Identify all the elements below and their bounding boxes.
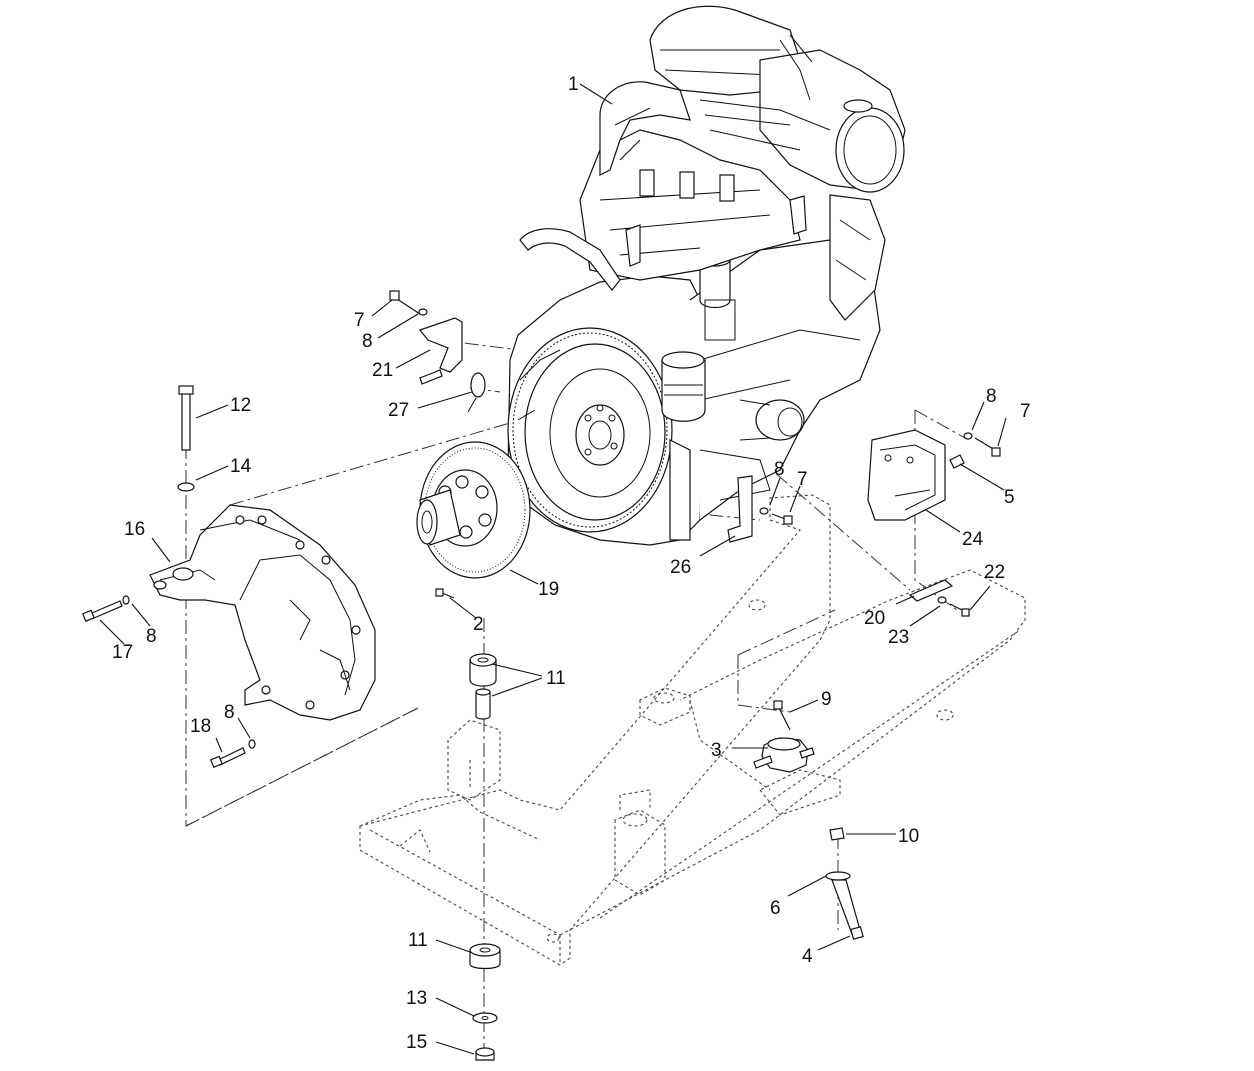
callout-8-lower-left: 8 bbox=[224, 702, 235, 723]
callout-24: 24 bbox=[962, 529, 984, 550]
engine-assembly bbox=[507, 5, 906, 546]
callout-8-upper-left: 8 bbox=[362, 331, 373, 352]
callout-2: 2 bbox=[473, 614, 484, 635]
callout-15: 15 bbox=[406, 1032, 427, 1053]
callout-7-center: 7 bbox=[797, 469, 808, 490]
hardware bbox=[82, 290, 1001, 1061]
callout-14: 14 bbox=[230, 456, 252, 477]
callout-11-upper: 11 bbox=[546, 668, 566, 689]
callout-labels: 1 2 3 4 5 6 7 7 7 8 8 8 8 8 9 10 11 11 1… bbox=[112, 74, 1031, 1053]
callout-8-center: 8 bbox=[774, 459, 785, 480]
callout-12: 12 bbox=[230, 395, 251, 416]
callout-9: 9 bbox=[821, 689, 832, 710]
callout-26: 26 bbox=[670, 557, 691, 578]
callout-3: 3 bbox=[711, 740, 722, 761]
callout-10: 10 bbox=[898, 826, 919, 847]
callout-19: 19 bbox=[538, 579, 559, 600]
callout-8-left: 8 bbox=[146, 626, 157, 647]
callout-8-right: 8 bbox=[986, 386, 997, 407]
callout-22: 22 bbox=[984, 562, 1005, 583]
callout-7-upper-left: 7 bbox=[354, 310, 365, 331]
chassis-frame bbox=[359, 494, 1026, 966]
callout-23: 23 bbox=[888, 627, 909, 648]
callout-6: 6 bbox=[770, 898, 781, 919]
leader-lines bbox=[99, 83, 1007, 1055]
bell-housing-part-16 bbox=[149, 504, 376, 721]
callout-18: 18 bbox=[190, 716, 211, 737]
callout-4: 4 bbox=[802, 946, 813, 967]
callout-7-right: 7 bbox=[1020, 401, 1031, 422]
callout-13: 13 bbox=[406, 988, 427, 1009]
callout-1: 1 bbox=[568, 74, 579, 95]
callout-16: 16 bbox=[124, 519, 145, 540]
callout-17: 17 bbox=[112, 642, 133, 663]
callout-20: 20 bbox=[864, 608, 885, 629]
callout-27: 27 bbox=[388, 400, 409, 421]
callout-5: 5 bbox=[1004, 487, 1015, 508]
callout-21: 21 bbox=[372, 360, 393, 381]
callout-11-lower: 11 bbox=[408, 930, 428, 951]
coupling-disc-part-19 bbox=[416, 441, 531, 579]
